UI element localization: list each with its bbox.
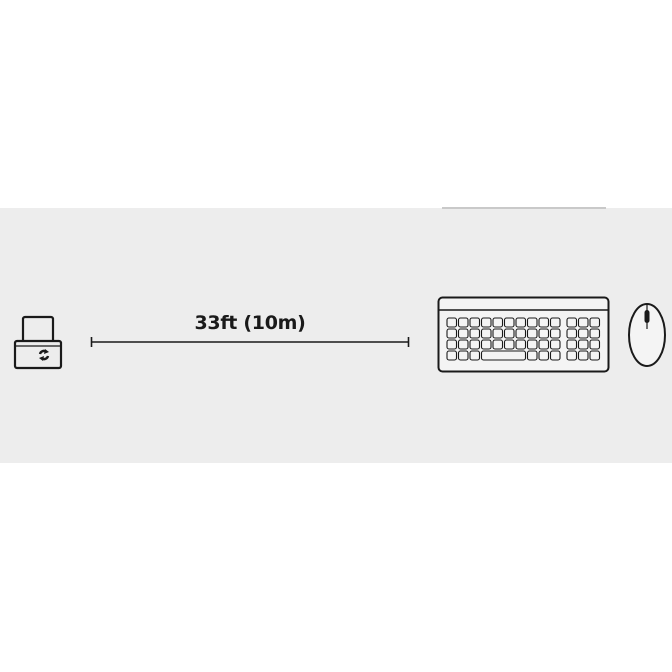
- keyboard-icon: [437, 296, 610, 373]
- range-label: 33ft (10m): [194, 312, 306, 334]
- scroll-wheel-icon: [644, 310, 650, 323]
- sync-icon: [38, 349, 50, 361]
- usb-receiver-icon: [13, 315, 63, 370]
- band-divider: [442, 207, 606, 209]
- range-line: [90, 337, 410, 347]
- mouse-icon: [628, 303, 666, 367]
